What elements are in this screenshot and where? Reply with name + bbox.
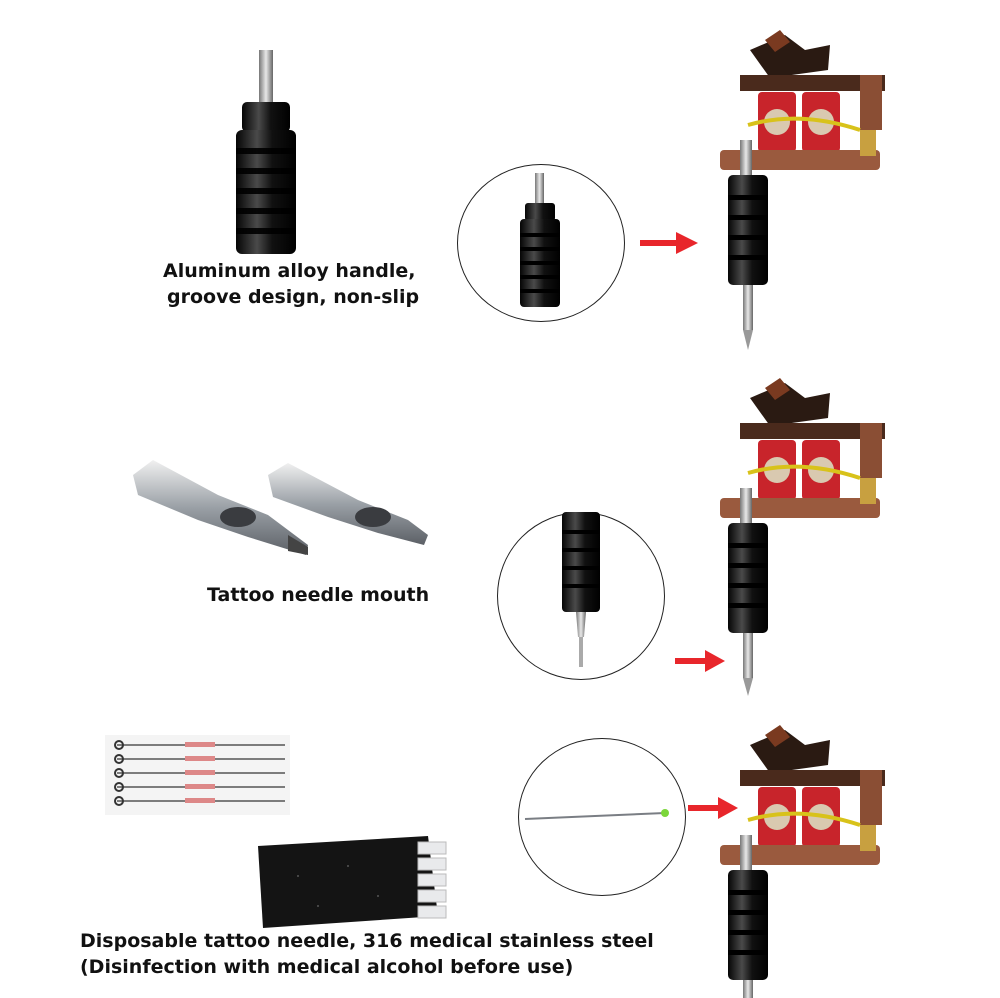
arrow-right-icon: [688, 797, 738, 819]
grip-icon: [562, 512, 600, 667]
tattoo-machine-icon: [718, 723, 887, 998]
caption-grip-line2: groove design, non-slip: [167, 286, 420, 308]
caption-grip-line1: Aluminum alloy handle,: [163, 260, 416, 282]
grip-icon: [520, 173, 560, 307]
needle-pack-icon: [258, 836, 447, 928]
caption-tip: Tattoo needle mouth: [207, 584, 430, 606]
caption-needle-line2: (Disinfection with medical alcohol befor…: [80, 956, 574, 978]
arrow-right-icon: [675, 650, 725, 672]
needle-pack-icon: [105, 735, 290, 815]
grip-icon: [236, 50, 296, 254]
arrow-right-icon: [640, 232, 698, 254]
needle-icon: [524, 809, 669, 820]
tattoo-machine-icon: [718, 376, 887, 696]
caption-needle-line1: Disposable tattoo needle, 316 medical st…: [80, 930, 654, 952]
zoom-circle-needle: [518, 738, 686, 896]
tip-icon: [133, 460, 428, 555]
tattoo-machine-icon: [720, 30, 885, 350]
